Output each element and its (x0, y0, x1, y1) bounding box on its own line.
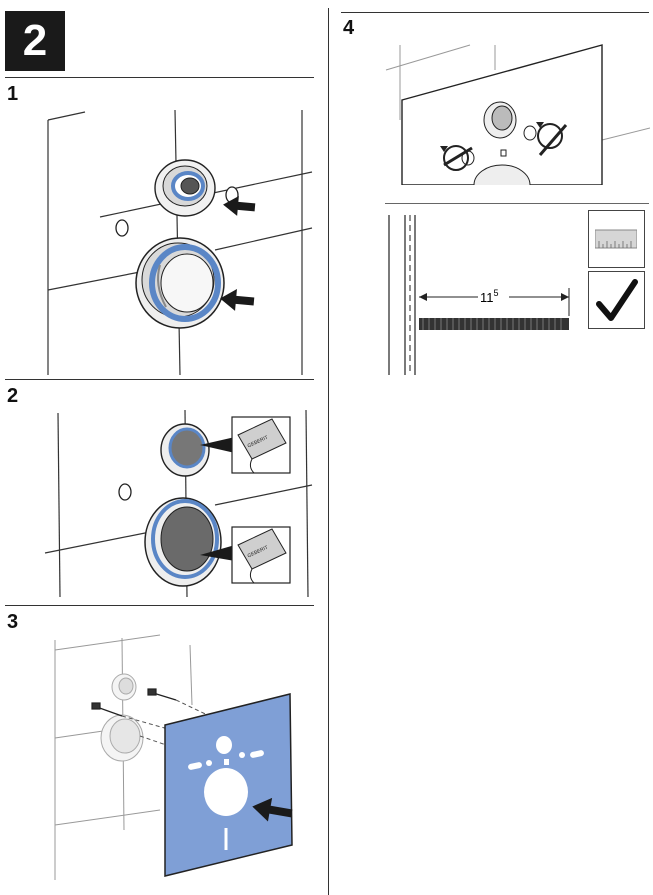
step-4-rule (341, 12, 649, 13)
column-divider (328, 8, 329, 895)
step-4-measurement-illustration: 115 (388, 215, 570, 375)
step-4-divider (385, 203, 649, 204)
checkmark-icon (588, 271, 645, 329)
step-1-illustration (47, 109, 313, 375)
sound-insulation-mat (164, 693, 293, 877)
step-3-rule (5, 605, 314, 606)
step-1-number: 1 (7, 83, 19, 105)
arrow-icon (252, 797, 293, 822)
bolts (91, 688, 177, 717)
ruler-icon (588, 210, 645, 268)
section-number-badge: 2 (5, 11, 65, 71)
lubricant-packet-bottom: GEBERIT (231, 526, 291, 584)
rotate-arrow-icon (440, 145, 473, 171)
lubricant-packet-top: GEBERIT (231, 416, 291, 474)
step-3-number: 3 (7, 611, 19, 633)
rotate-arrow-icon (536, 122, 568, 156)
arrow-icon (223, 195, 256, 216)
step-4-top-illustration (385, 44, 650, 185)
dimension-label: 115 (480, 288, 499, 305)
arrow-icon (220, 288, 255, 311)
step-4-number: 4 (343, 17, 355, 39)
step-2-number: 2 (7, 385, 19, 407)
step-2-illustration: GEBERIT GEBERIT (44, 409, 313, 598)
small-flush-fitting (154, 159, 216, 217)
step-3-illustration (54, 634, 293, 880)
step-1-rule (5, 77, 314, 78)
step-2-rule (5, 379, 314, 380)
large-flush-fitting (135, 237, 225, 329)
